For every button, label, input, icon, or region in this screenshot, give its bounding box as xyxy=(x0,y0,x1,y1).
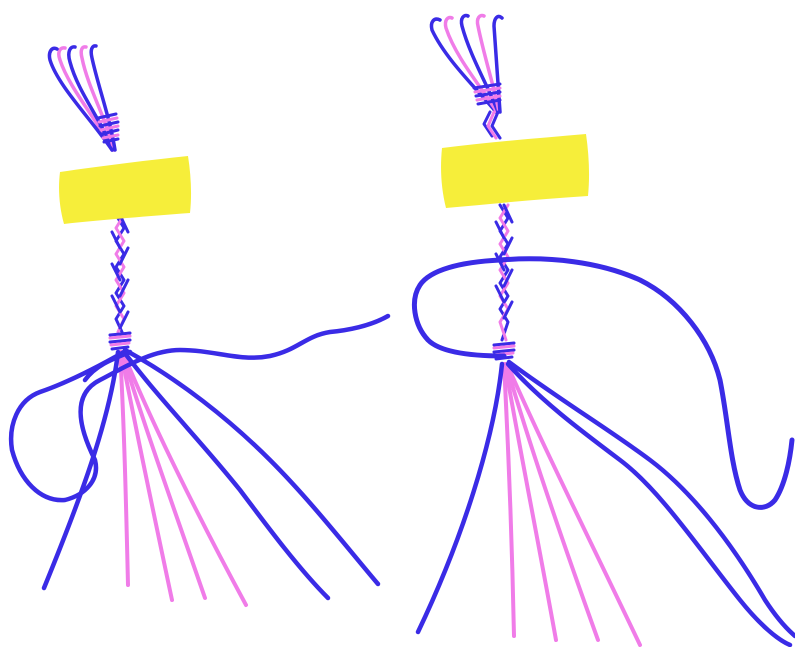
right-tape xyxy=(441,134,589,208)
right-top-tassel xyxy=(431,15,502,138)
left-pink-strands xyxy=(120,352,246,605)
right-panel xyxy=(414,15,795,645)
right-blue-strands xyxy=(414,259,795,645)
left-braid xyxy=(110,215,130,349)
left-top-tassel xyxy=(49,46,118,150)
left-panel xyxy=(11,46,388,605)
right-braid xyxy=(494,205,514,359)
left-tape xyxy=(59,156,191,224)
left-blue-strands xyxy=(11,316,388,598)
